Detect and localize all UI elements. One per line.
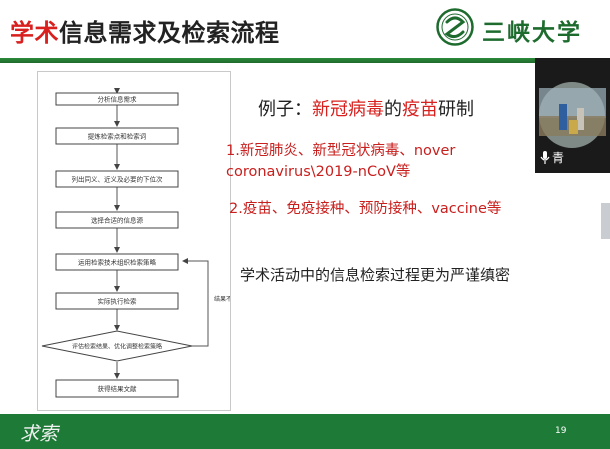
example-particle: 的 [384,99,402,120]
microphone-icon [540,151,550,164]
flow-step-1: 分析信息需求 [98,95,138,104]
flow-feedback-label: 结果不佳 [214,295,230,303]
flow-step-7: 评估检索结果、优化调整检索策略 [72,343,162,351]
footer-motto: 求索 [20,423,59,445]
title-highlight: 学术 [10,19,59,47]
example-prefix: 例子： [258,99,312,120]
university-logo: 三峡大学 [436,8,606,50]
webcam-preview[interactable] [535,58,610,173]
side-panel-toggle[interactable] [601,203,610,239]
slide-title: 学术信息需求及检索流程 [10,13,280,48]
flow-step-box [55,211,179,229]
example-suffix: 研制 [438,99,474,120]
footer-bar [0,414,610,449]
title-divider [0,58,610,63]
flow-step-box [55,379,179,398]
example-subject: 疫苗 [402,99,438,120]
flow-connectors [114,88,209,379]
search-process-flowchart: 分析信息需求 提炼检索点和检索词 列出同义、近义及必要的下位次 选择合适的信息源… [37,71,231,411]
flow-step-5: 运用检索技术组织检索策略 [78,258,157,267]
flow-step-box [55,127,179,145]
university-name: 三峡大学 [482,19,582,46]
example-topic: 新冠病毒 [312,99,384,120]
participant-name: 青 [552,151,565,165]
flow-step-3: 列出同义、近义及必要的下位次 [72,175,164,184]
flow-step-4: 选择合适的信息源 [91,216,144,225]
keyword-group-2: 2.疫苗、免疫接种、预防接种、vaccine等 [229,201,502,217]
flow-decision-diamond [41,330,193,362]
flow-step-8: 获得结果文献 [98,384,138,393]
keyword-line-1-cont: coronavirus\2019-nCoV等 [226,164,411,180]
title-rest: 信息需求及检索流程 [59,19,280,47]
flow-step-box [55,170,179,188]
page-number: 19 [555,426,567,436]
flow-step-6: 实际执行检索 [98,297,138,306]
flow-step-box [55,92,179,106]
flow-step-2: 提炼检索点和检索词 [88,132,147,141]
keyword-line-1: 1.新冠肺炎、新型冠状病毒、nover [226,143,456,159]
university-seal-icon [436,8,474,46]
summary-statement: 学术活动中的信息检索过程更为严谨缜密 [240,266,511,284]
flow-step-box [55,292,179,310]
keyword-group-1: 1.新冠肺炎、新型冠状病毒、nover coronavirus\2019-nCo… [226,141,455,183]
example-heading: 例子：新冠病毒的疫苗研制 [258,95,474,121]
flow-step-box [55,253,179,271]
